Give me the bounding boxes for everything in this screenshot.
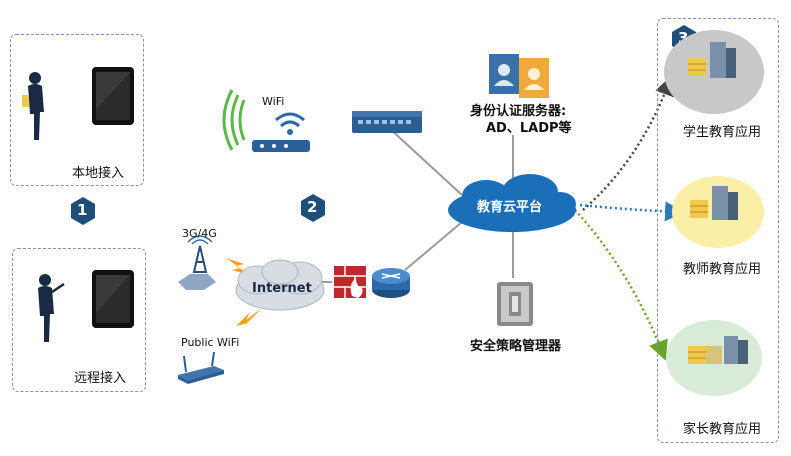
teacher-app-label: 教师教育应用: [683, 262, 762, 277]
internet-label: Internet: [252, 281, 312, 296]
auth-server-sub-label: AD、LADP等: [486, 121, 572, 136]
line-router-cloud: [404, 221, 463, 271]
security-manager-label: 安全策略管理器: [470, 339, 562, 354]
remote-access-box: [12, 248, 146, 392]
arrow-parent: [574, 209, 668, 361]
arrow-teacher: [579, 201, 685, 222]
line-switch-cloud: [387, 126, 463, 196]
local-access-label: 本地接入: [72, 166, 125, 181]
local-access-box: [10, 34, 144, 186]
cellular-label: 3G/4G: [182, 227, 217, 240]
auth-server-label: 身份认证服务器:: [470, 104, 567, 119]
public-wifi-label: Public WiFi: [181, 336, 240, 349]
badge-one: 1: [77, 201, 88, 219]
applications-box: [657, 18, 779, 443]
remote-access-label: 远程接入: [74, 371, 127, 386]
badge-three: 3: [678, 29, 689, 47]
badge-two: 2: [307, 198, 318, 216]
arrow-student: [582, 75, 675, 211]
wifi-label: WiFi: [262, 95, 285, 108]
parent-app-label: 家长教育应用: [683, 422, 762, 437]
student-app-label: 学生教育应用: [683, 125, 762, 140]
cloud-platform-label: 教育云平台: [477, 200, 543, 215]
